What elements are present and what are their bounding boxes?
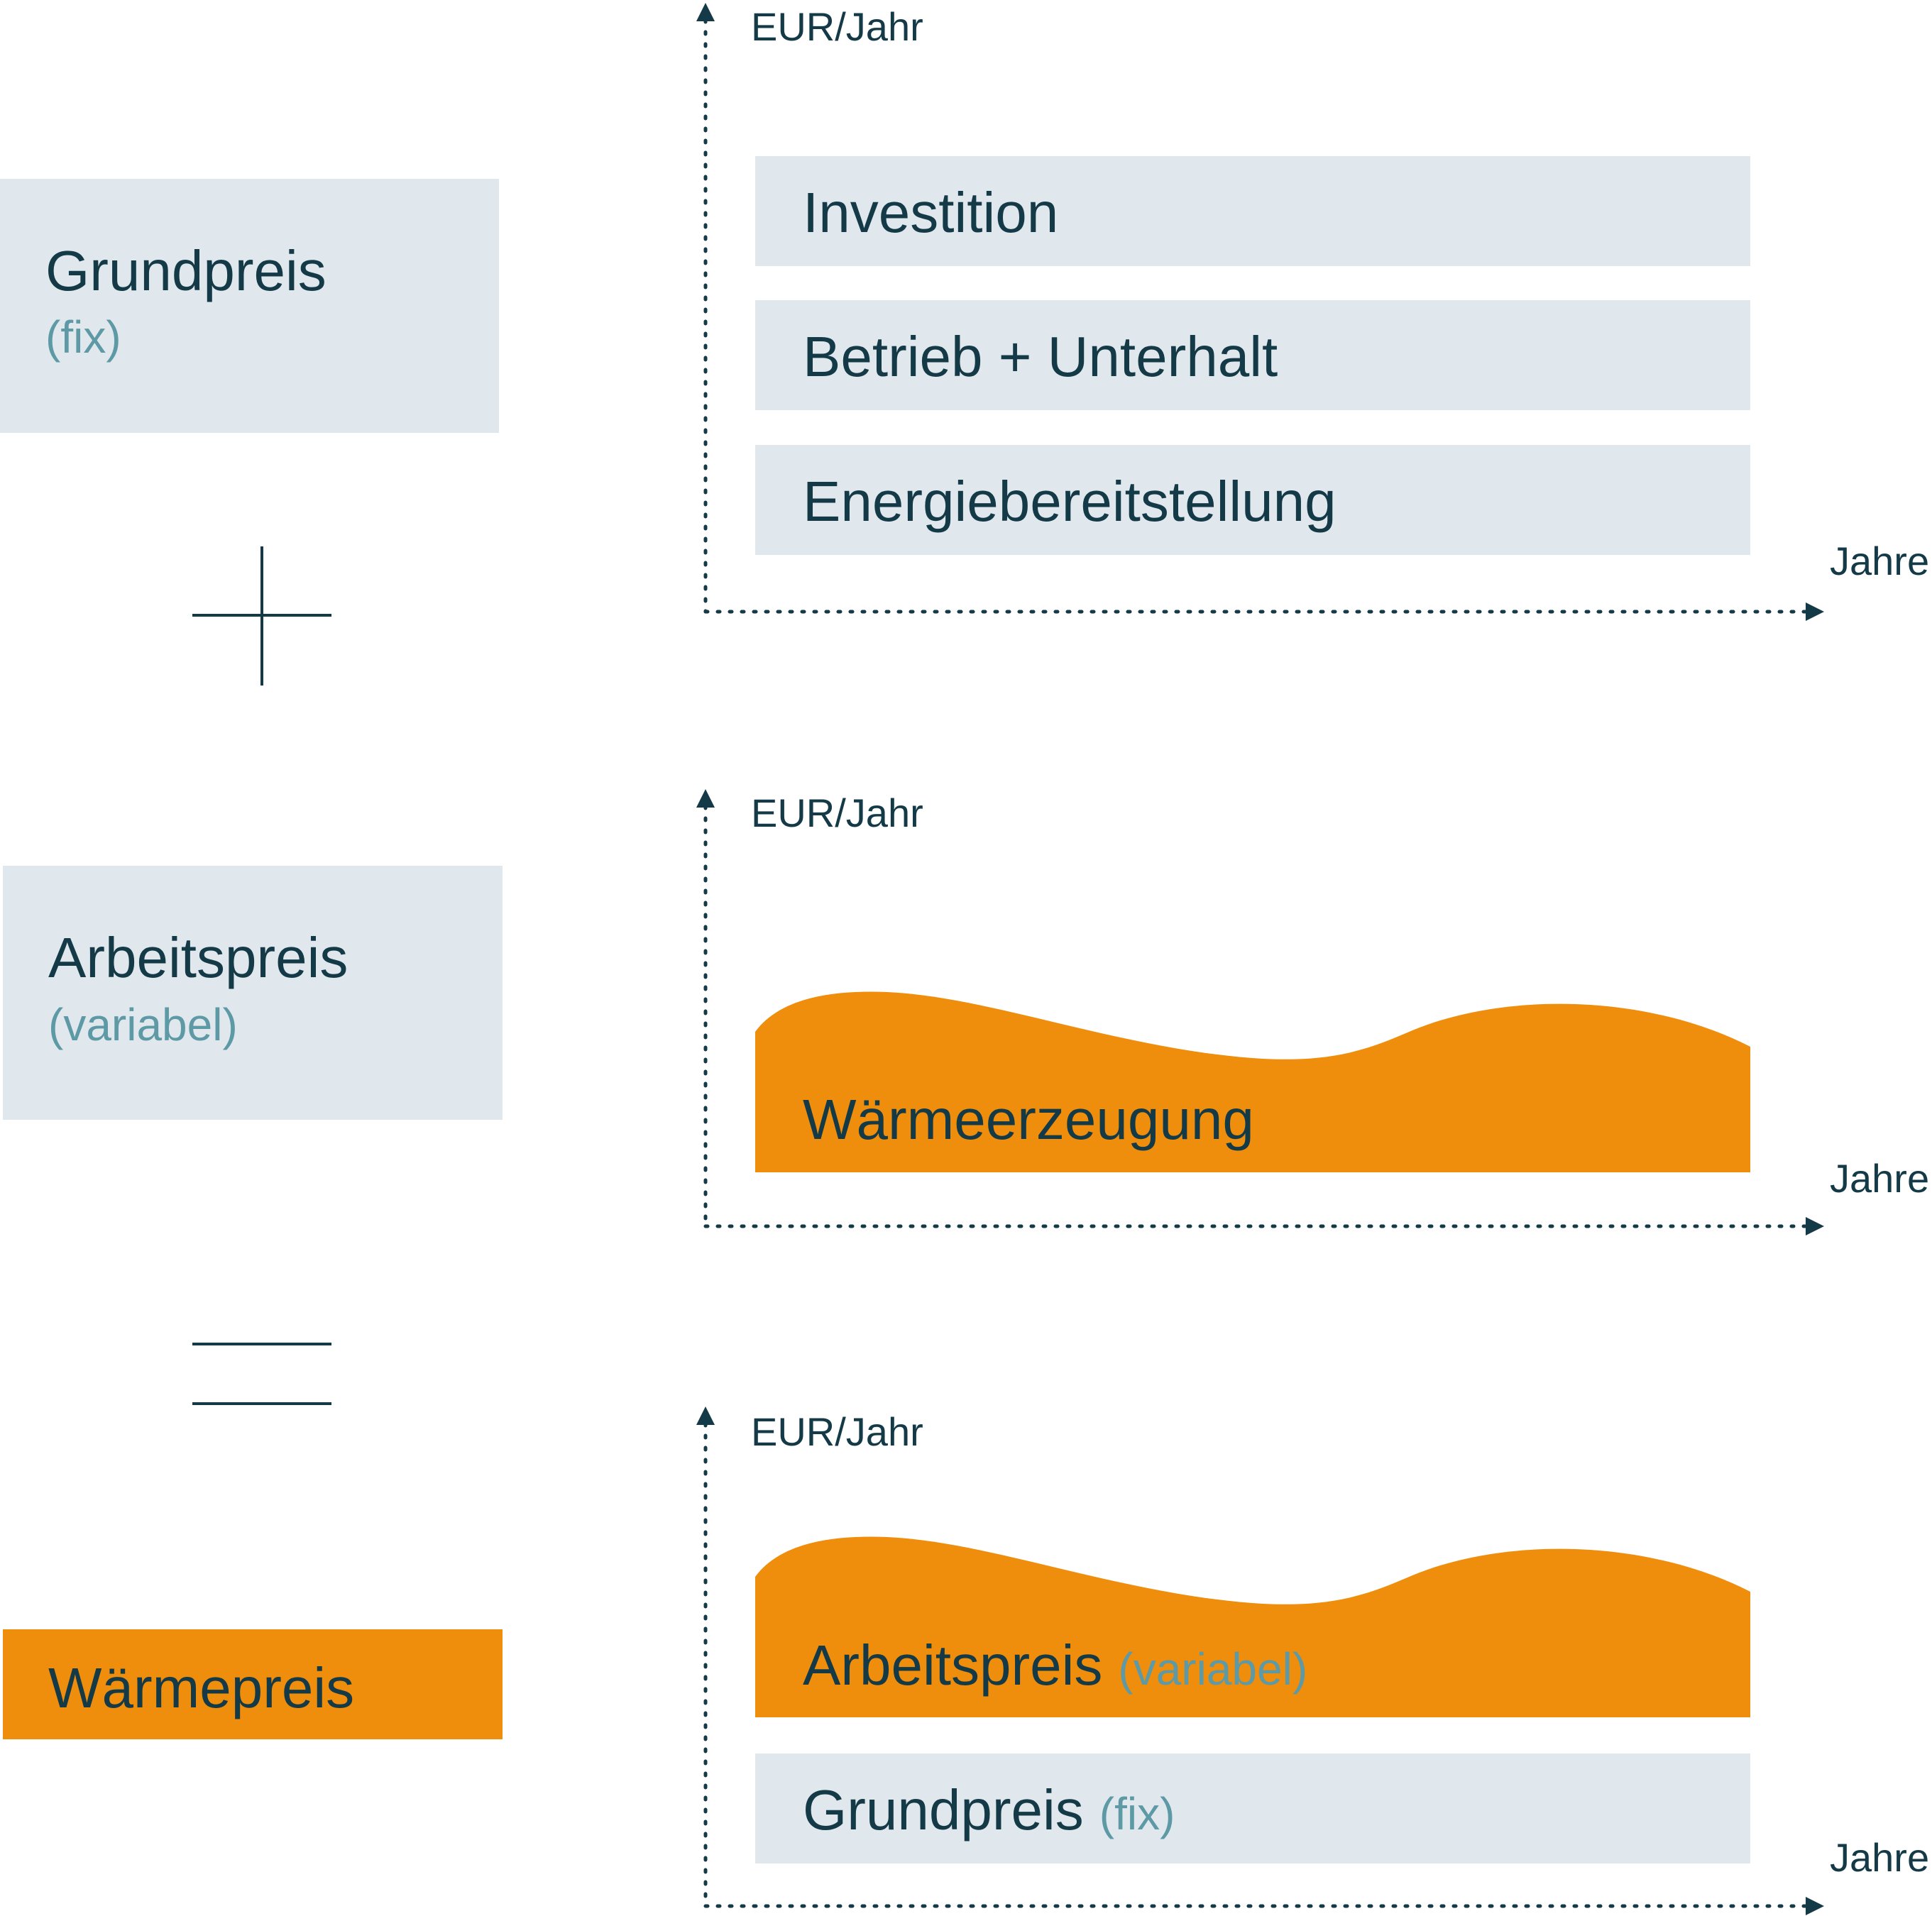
chart3-area-label: Arbeitspreis	[803, 1634, 1103, 1697]
chart1-axes	[696, 3, 1824, 621]
chart3-wave-area	[755, 1536, 1750, 1717]
bar-investition-label: Investition	[803, 181, 1059, 244]
bar-grundpreis	[755, 1753, 1750, 1863]
grundpreis-title: Grundpreis	[45, 239, 326, 302]
bar-betrieb-unterhalt	[755, 300, 1750, 410]
chart3-x-axis-label: Jahre	[1830, 1835, 1930, 1880]
chart3-bar-label-group: Grundpreis(fix)	[803, 1782, 1175, 1839]
chart3-area-sub: (variabel)	[1118, 1644, 1308, 1695]
chart1-x-axis-label: Jahre	[1830, 539, 1930, 583]
chart3-bar-label: Grundpreis	[803, 1778, 1084, 1841]
chart2-x-axis-label: Jahre	[1830, 1156, 1930, 1201]
chart2-x-arrow-icon	[1806, 1217, 1824, 1235]
chart3-area-label-group: Arbeitspreis (variabel)	[803, 1637, 1307, 1694]
equals-icon	[192, 1343, 331, 1405]
waermepreis-box	[3, 1629, 503, 1739]
bar-energiebereitstellung	[755, 445, 1750, 555]
chart3-axes	[696, 1406, 1824, 1915]
chart3-bar-sub: (fix)	[1099, 1788, 1175, 1839]
chart3-y-arrow-icon	[696, 1406, 715, 1425]
waermepreis-title: Wärmepreis	[48, 1656, 355, 1719]
chart2-area-label: Wärmeerzeugung	[803, 1088, 1254, 1151]
chart2-y-axis-label: EUR/Jahr	[751, 791, 923, 835]
chart1-y-arrow-icon	[696, 3, 715, 21]
bar-betrieb-unterhalt-label: Betrieb + Unterhalt	[803, 325, 1278, 388]
grundpreis-sub: (fix)	[45, 312, 121, 363]
arbeitspreis-box	[3, 866, 503, 1120]
bar-energiebereitstellung-label: Energiebereitstellung	[803, 470, 1337, 533]
chart2-y-arrow-icon	[696, 789, 715, 808]
arbeitspreis-title: Arbeitspreis	[48, 926, 348, 989]
chart2-wave-area	[755, 991, 1750, 1172]
grundpreis-box	[0, 179, 499, 433]
arbeitspreis-sub: (variabel)	[48, 999, 238, 1050]
chart1-x-arrow-icon	[1806, 602, 1824, 621]
plus-icon	[192, 546, 331, 686]
bar-investition	[755, 156, 1750, 266]
chart3-x-arrow-icon	[1806, 1897, 1824, 1915]
chart1-y-axis-label: EUR/Jahr	[751, 4, 923, 49]
chart2-axes	[696, 789, 1824, 1235]
chart3-y-axis-label: EUR/Jahr	[751, 1409, 923, 1454]
